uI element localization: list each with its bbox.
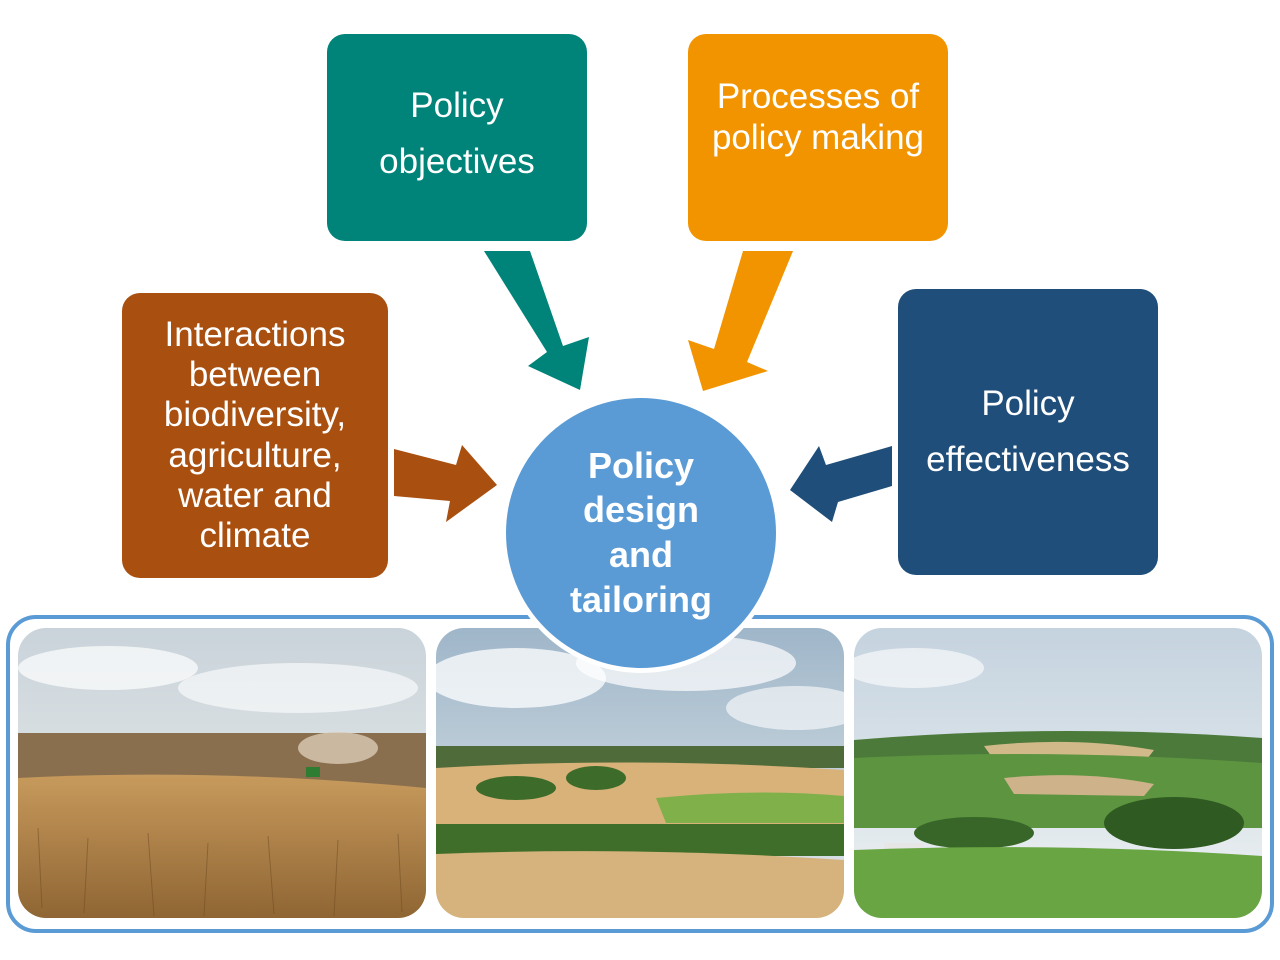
arrow-processes-to-center [688,251,793,391]
tractor-icon [306,767,320,777]
arrow-effectiveness-to-center [790,446,892,522]
policy-effectiveness-box: Policy effectiveness [898,289,1158,575]
interactions-box: Interactions between biodiversity, agric… [122,293,388,578]
policy-effectiveness-label: Policy effectiveness [926,384,1130,479]
wheat-field-photo [18,628,426,918]
arrow-interactions-to-center [394,445,497,522]
green-valley-photo [854,628,1262,918]
policy-objectives-label: Policy objectives [379,85,535,181]
policy-making-processes-box: Processes of policy making [688,34,948,241]
arrow-objectives-to-center [484,251,589,390]
policy-design-circle: Policy design and tailoring [501,393,781,673]
interactions-label: Interactions between biodiversity, agric… [163,314,347,555]
policy-design-label: Policy design and tailoring [570,444,712,620]
policy-making-processes-label: Processes of policy making [711,76,925,157]
policy-objectives-box: Policy objectives [327,34,587,241]
